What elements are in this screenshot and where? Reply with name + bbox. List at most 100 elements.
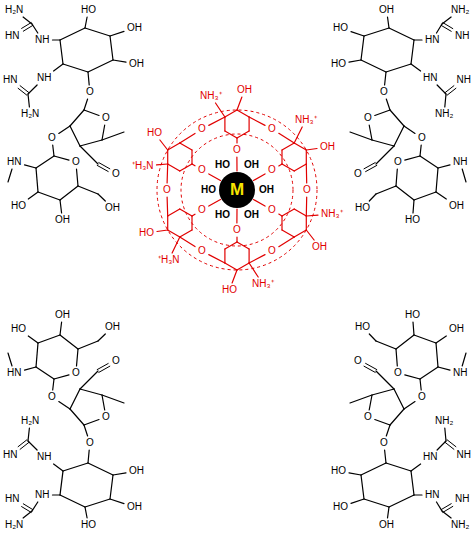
bond-line bbox=[249, 255, 265, 263]
bond-line bbox=[84, 425, 88, 436]
atom-label: O bbox=[353, 355, 363, 367]
bond-line bbox=[294, 209, 306, 216]
atom-label: H₂N bbox=[4, 4, 24, 16]
bond-line bbox=[85, 28, 110, 36]
bond-line bbox=[59, 402, 70, 409]
bond-line bbox=[225, 242, 237, 249]
atom-label: O bbox=[379, 86, 389, 98]
bond-line bbox=[102, 132, 124, 140]
bond-line bbox=[249, 117, 250, 131]
bond-line bbox=[249, 117, 265, 125]
atom-label: OH bbox=[448, 323, 465, 335]
bond-line bbox=[282, 143, 294, 150]
bond-line bbox=[53, 494, 61, 495]
atom-label: O bbox=[267, 123, 277, 135]
bond-line bbox=[282, 209, 294, 216]
atom-label: OH bbox=[243, 159, 260, 171]
bond-line bbox=[88, 60, 113, 72]
atom-label: NH bbox=[34, 34, 50, 46]
atom-label: O bbox=[267, 245, 277, 257]
bond-line bbox=[386, 99, 390, 110]
bond-line bbox=[209, 117, 225, 125]
bond-line bbox=[70, 110, 84, 126]
bond-line bbox=[388, 17, 390, 28]
bond-line bbox=[102, 395, 124, 403]
bond-line bbox=[389, 28, 414, 40]
bond-line bbox=[8, 353, 12, 366]
bond-line bbox=[306, 216, 307, 230]
atom-label: OH bbox=[126, 501, 143, 513]
bond-line bbox=[375, 420, 390, 426]
atom-label: NH₃⁺ bbox=[320, 208, 344, 220]
bond-line bbox=[390, 409, 404, 425]
atom-label: NH₂ bbox=[450, 519, 470, 531]
bond-line bbox=[372, 389, 394, 395]
atom-label: O bbox=[71, 156, 81, 168]
bond-line bbox=[364, 366, 375, 372]
atom-label: NH₃⁺ bbox=[251, 278, 275, 290]
bond-line bbox=[294, 143, 306, 150]
bond-line bbox=[77, 349, 79, 366]
bond-line bbox=[157, 230, 168, 232]
bond-line bbox=[420, 156, 438, 168]
atom-label: NH bbox=[456, 449, 472, 461]
atom-label: OH bbox=[448, 200, 465, 212]
bond-line bbox=[20, 442, 29, 449]
atom-label: OH bbox=[243, 209, 260, 221]
bond-line bbox=[168, 164, 180, 171]
atom-label: O bbox=[363, 112, 373, 124]
bond-line bbox=[18, 88, 27, 95]
bond-line bbox=[351, 499, 364, 503]
atom-label: O bbox=[111, 355, 121, 367]
bond-line bbox=[445, 442, 454, 449]
bond-line bbox=[54, 375, 69, 379]
bond-line bbox=[396, 169, 397, 186]
atom-label: HO bbox=[330, 465, 347, 477]
atom-label: O bbox=[85, 86, 95, 98]
bond-line bbox=[282, 164, 294, 171]
bond-line bbox=[84, 99, 88, 110]
bond-line bbox=[441, 504, 451, 510]
atom-label: O bbox=[85, 437, 95, 449]
bond-line bbox=[351, 32, 364, 36]
bond-line bbox=[386, 64, 411, 72]
atom-label: OH bbox=[236, 84, 253, 96]
bond-line bbox=[294, 230, 306, 237]
atom-label: OH bbox=[54, 214, 71, 226]
atom-label: O bbox=[47, 391, 57, 403]
bond-line bbox=[411, 471, 414, 495]
metal-symbol: M bbox=[230, 180, 244, 200]
atom-label: O bbox=[417, 391, 427, 403]
bond-line bbox=[369, 194, 376, 201]
bond-line bbox=[113, 473, 126, 475]
bond-line bbox=[97, 364, 108, 370]
bond-line bbox=[88, 450, 89, 463]
bond-line bbox=[36, 367, 54, 379]
bond-line bbox=[70, 389, 80, 409]
bond-line bbox=[53, 145, 54, 156]
bond-line bbox=[420, 145, 421, 156]
bond-line bbox=[436, 168, 438, 192]
bond-line bbox=[279, 164, 282, 166]
bond-line bbox=[160, 140, 168, 150]
bond-line bbox=[376, 341, 396, 349]
bond-line bbox=[447, 440, 456, 447]
bond-line bbox=[443, 23, 453, 29]
bond-line bbox=[38, 335, 60, 343]
bond-line bbox=[236, 209, 237, 223]
bond-line bbox=[84, 110, 99, 116]
atom-label: NH bbox=[454, 493, 470, 505]
bond-line bbox=[394, 389, 404, 409]
bond-line bbox=[85, 17, 87, 28]
bond-line bbox=[25, 165, 37, 168]
bond-line bbox=[28, 428, 29, 441]
atom-label: OH bbox=[128, 465, 145, 477]
bond-line bbox=[366, 363, 377, 369]
atom-label: HO bbox=[330, 58, 347, 70]
bond-line bbox=[394, 126, 404, 146]
bond-line bbox=[236, 138, 237, 143]
bond-line bbox=[167, 150, 168, 164]
bond-line bbox=[366, 165, 377, 171]
bond-line bbox=[386, 425, 390, 436]
atom-label: HO bbox=[404, 214, 421, 226]
